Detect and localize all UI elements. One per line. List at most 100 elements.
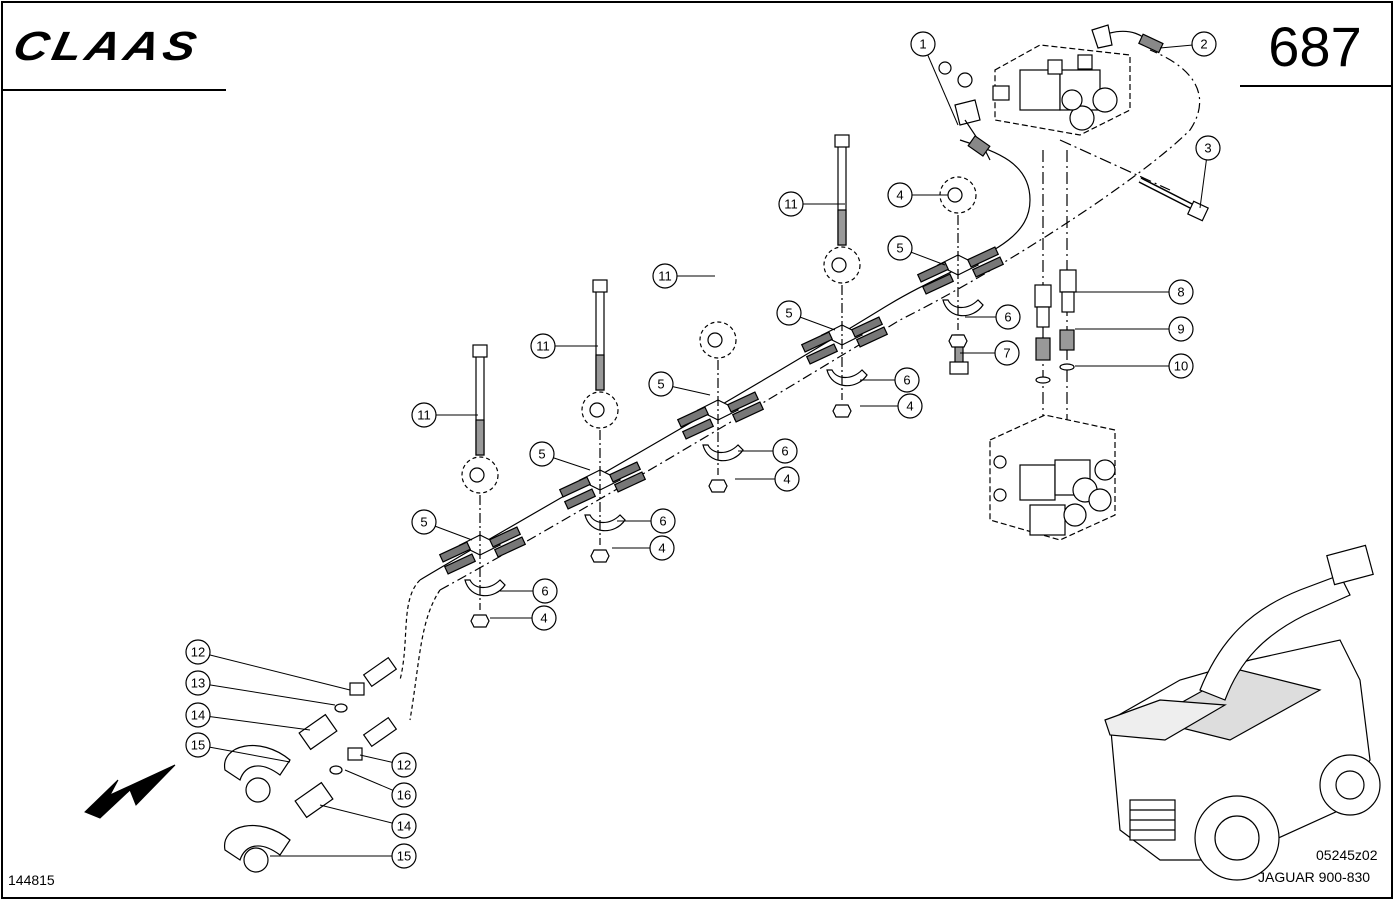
callout-c9: 9: [1168, 316, 1194, 342]
electrical-connectors: [224, 656, 398, 873]
callout-number: 11: [536, 339, 550, 354]
callout-number: 6: [781, 444, 788, 459]
callout-c12b: 12: [391, 752, 417, 778]
callout-c14a: 14: [185, 702, 211, 728]
callout-c4d: 4: [649, 535, 675, 561]
callout-circle: [411, 509, 437, 535]
callout-number: 5: [420, 515, 427, 530]
callout-number: 7: [1003, 346, 1010, 361]
callout-circle: [391, 843, 417, 869]
callout-circle: [995, 304, 1021, 330]
callout-c5d: 5: [529, 441, 555, 467]
direction-arrow: [84, 764, 176, 819]
sheet-id: 144815: [8, 872, 55, 888]
callout-circle: [1168, 316, 1194, 342]
callout-number: 4: [783, 472, 790, 487]
callout-number: 13: [191, 676, 205, 691]
callout-circle: [776, 300, 802, 326]
callout-circle: [391, 752, 417, 778]
fitting-elbow-2: [1091, 24, 1164, 54]
callout-number: 14: [397, 819, 411, 834]
callout-number: 12: [191, 645, 205, 660]
callout-circle: [185, 702, 211, 728]
callout-number: 4: [658, 541, 665, 556]
callout-number: 6: [1004, 310, 1011, 325]
callout-number: 5: [657, 377, 664, 392]
callout-c11a: 11: [778, 191, 804, 217]
callout-circle: [894, 367, 920, 393]
hydraulic-hose-right: [409, 589, 441, 721]
drawing-code: 05245z02: [1316, 847, 1378, 863]
callout-number: 15: [191, 738, 205, 753]
callout-c10: 10: [1168, 353, 1194, 379]
callout-circle: [1168, 279, 1194, 305]
callout-number: 4: [906, 399, 913, 414]
callout-circle: [391, 782, 417, 808]
callout-circle: [994, 340, 1020, 366]
callout-c4a: 4: [887, 182, 913, 208]
hydraulic-line-upper: [419, 139, 1031, 581]
callout-circle: [648, 371, 674, 397]
callout-c1: 1: [910, 31, 936, 57]
bolt-long-3: [1138, 177, 1210, 222]
callout-number: 15: [397, 849, 411, 864]
callout-circle: [185, 732, 211, 758]
callout-circle: [910, 31, 936, 57]
callout-circle: [897, 393, 923, 419]
callout-c5c: 5: [648, 371, 674, 397]
callout-number: 11: [658, 269, 672, 284]
lower-valve-block: [989, 414, 1116, 541]
callout-c13: 13: [185, 670, 211, 696]
callout-number: 11: [417, 408, 431, 423]
callout-circle: [530, 333, 556, 359]
callout-number: 5: [785, 306, 792, 321]
clamp-assembly: [676, 321, 765, 493]
callout-number: 11: [784, 197, 798, 212]
callout-leader: [197, 651, 351, 691]
callout-leader: [197, 714, 311, 731]
callout-c5a: 5: [887, 235, 913, 261]
callout-circle: [1195, 135, 1221, 161]
callout-c12a: 12: [185, 639, 211, 665]
callout-circle: [887, 182, 913, 208]
callout-number: 9: [1177, 322, 1184, 337]
callout-circle: [774, 466, 800, 492]
upper-valve-block: [994, 44, 1131, 136]
callout-c6a: 6: [995, 304, 1021, 330]
callout-number: 6: [541, 584, 548, 599]
callout-c4b: 4: [897, 393, 923, 419]
callout-c11b: 11: [652, 263, 678, 289]
callout-c15b: 15: [391, 843, 417, 869]
callout-leader: [922, 43, 959, 126]
callout-number: 5: [896, 241, 903, 256]
callout-number: 3: [1204, 141, 1211, 156]
model-name: JAGUAR 900-830: [1258, 869, 1371, 885]
callout-number: 6: [659, 514, 666, 529]
callout-c3: 3: [1195, 135, 1221, 161]
callout-circle: [772, 438, 798, 464]
callout-number: 4: [540, 611, 547, 626]
callout-circle: [185, 639, 211, 665]
callout-circle: [1168, 353, 1194, 379]
callout-circle: [529, 441, 555, 467]
callout-circle: [650, 508, 676, 534]
callout-circle: [391, 813, 417, 839]
callout-number: 4: [896, 188, 903, 203]
callout-leader: [319, 804, 405, 827]
callout-c6d: 6: [650, 508, 676, 534]
callout-c6c: 6: [772, 438, 798, 464]
callout-c16: 16: [391, 782, 417, 808]
clamp-assembly: [800, 134, 889, 418]
callout-number: 8: [1177, 285, 1184, 300]
callout-circle: [185, 670, 211, 696]
callout-c4e: 4: [531, 605, 557, 631]
clamp-assembly: [916, 176, 1005, 348]
fitting-elbow-1: [938, 61, 1010, 161]
clamp-assembly: [558, 279, 647, 563]
callout-number: 6: [903, 373, 910, 388]
callout-c11c: 11: [530, 333, 556, 359]
callout-c2: 2: [1191, 31, 1217, 57]
